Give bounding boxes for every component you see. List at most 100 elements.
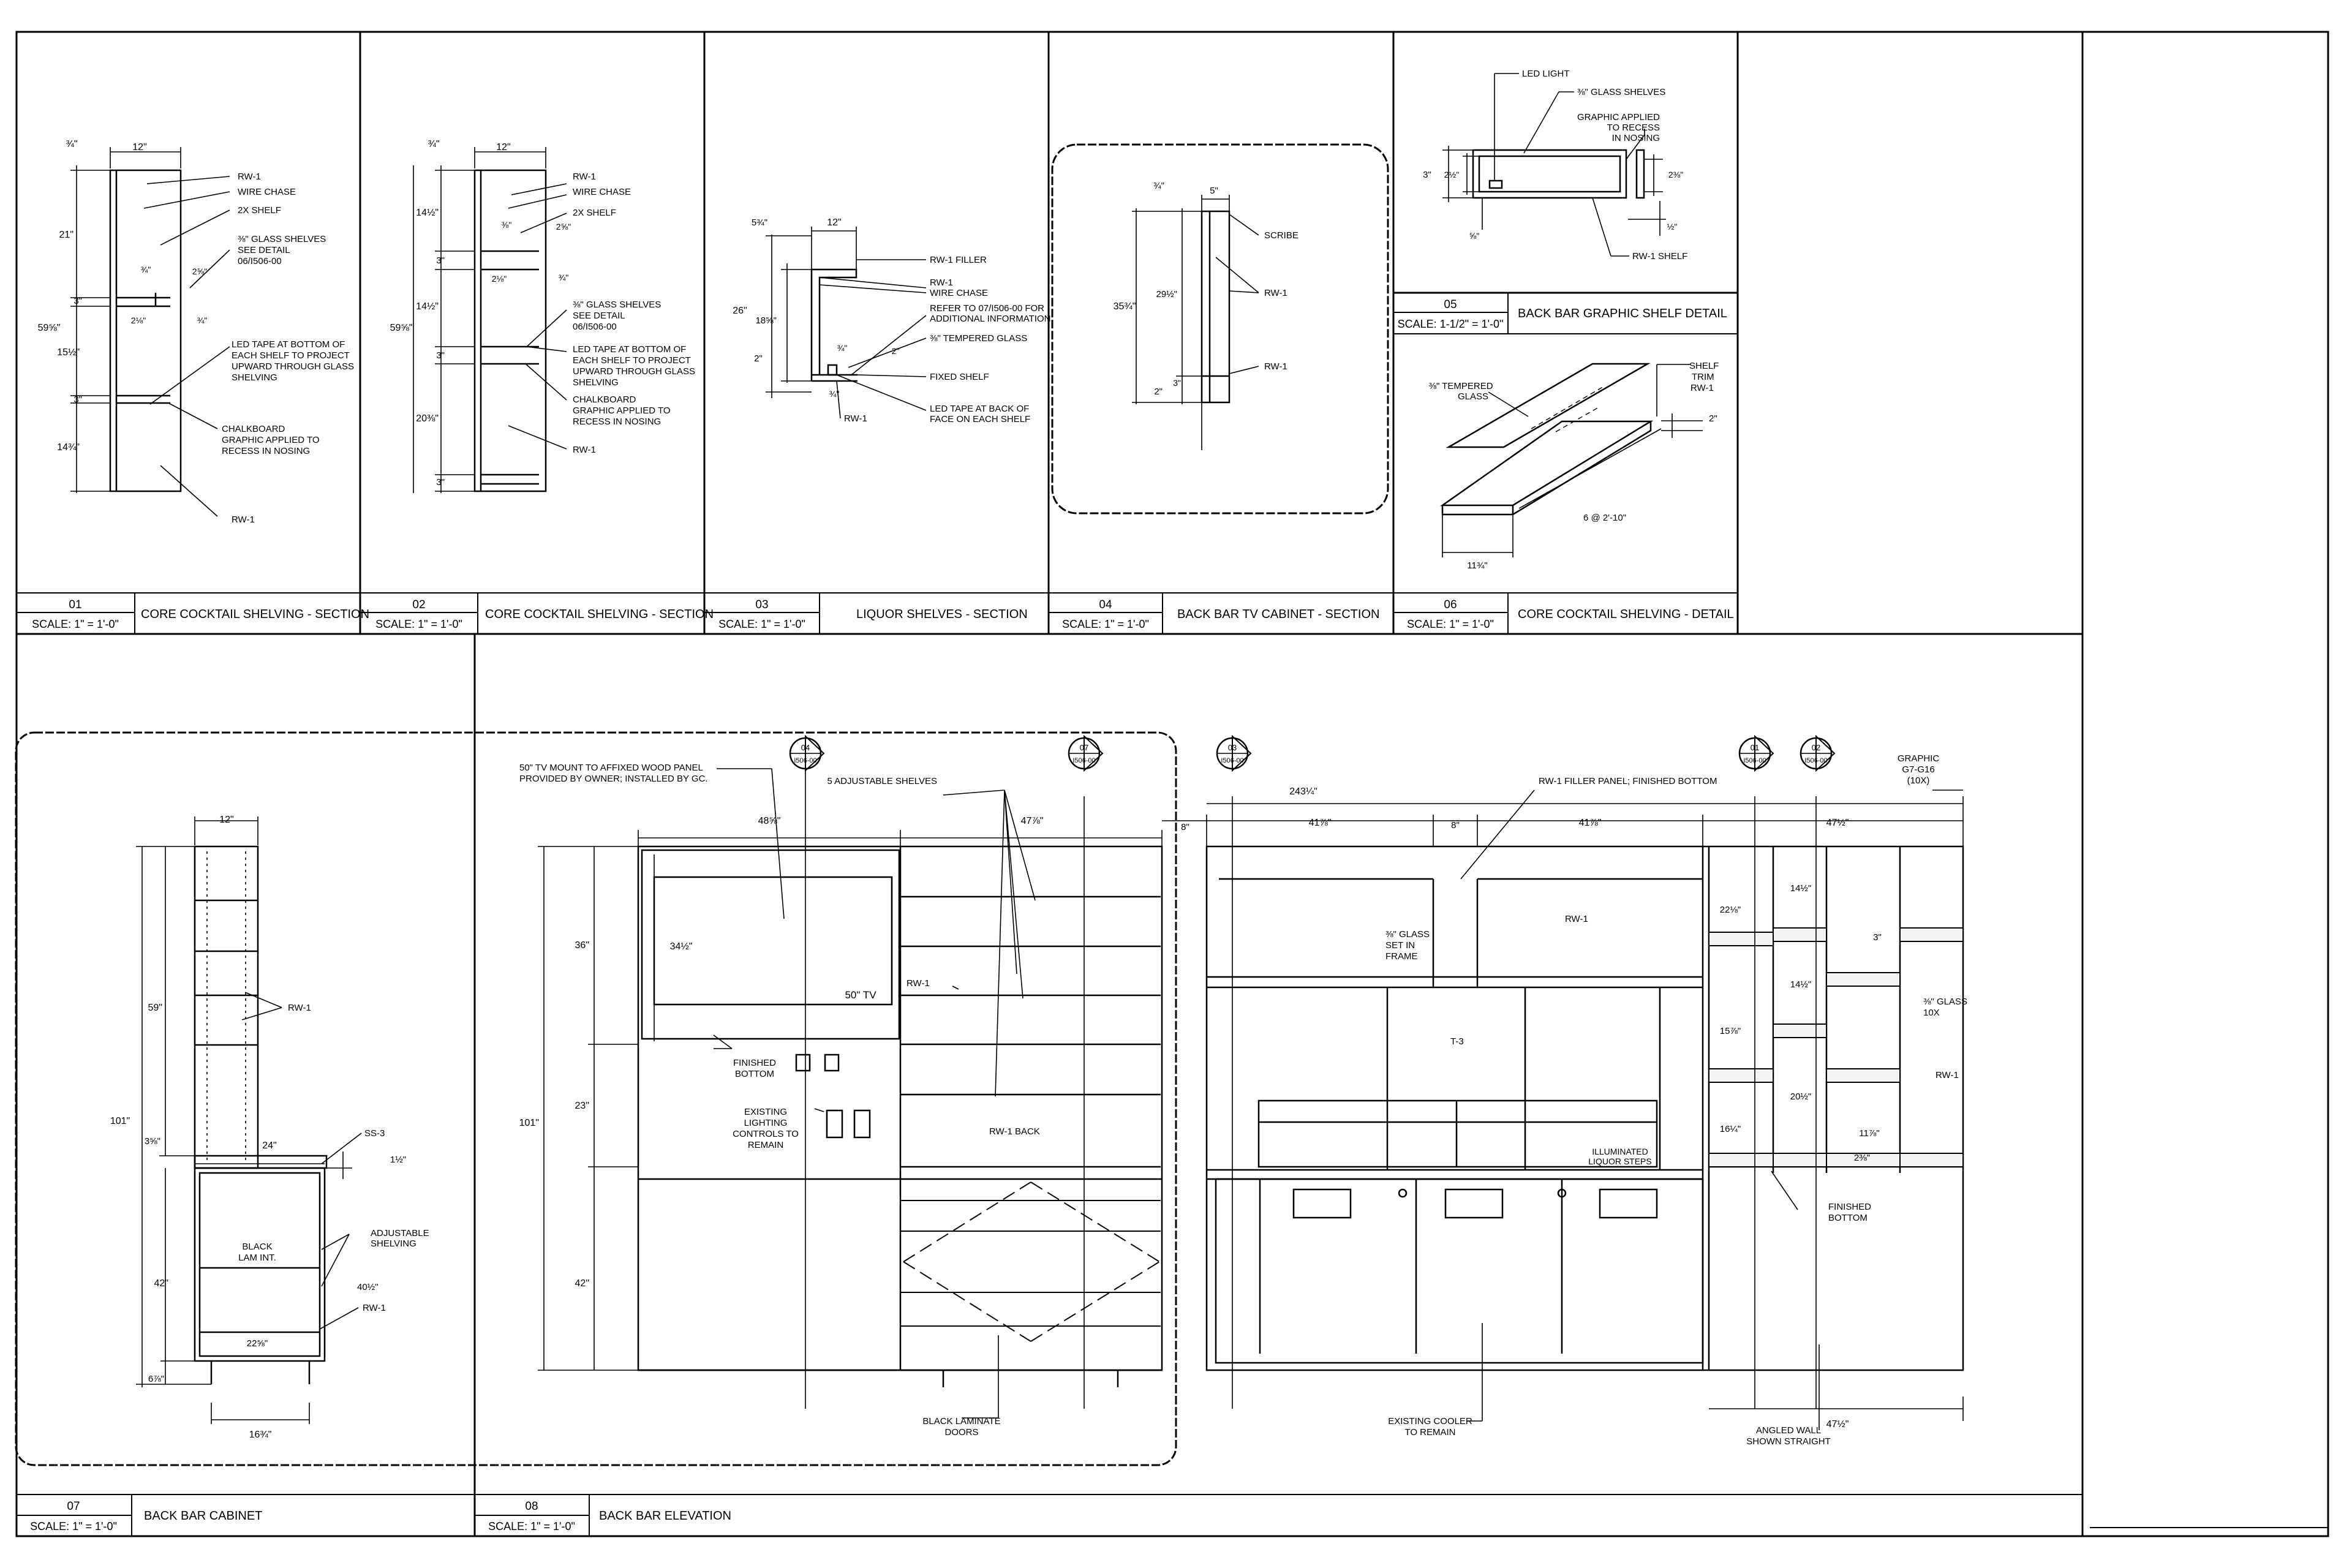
note-08-tv: 50" TV: [845, 989, 876, 1001]
dim-02-c: 14½": [416, 208, 439, 218]
note-02-2x-shelf: 2X SHELF: [573, 208, 616, 218]
dim-02-l: 2⅛": [492, 274, 507, 284]
note-03-refer-2: ADDITIONAL INFORMATION: [930, 314, 1051, 324]
dim-02-g: 3": [436, 350, 445, 361]
dim-07-k: 16¾": [249, 1430, 272, 1440]
revision-cloud-07-08: [15, 731, 1177, 1466]
dim-07-e: 1½": [390, 1155, 406, 1165]
note-02-led-1: LED TAPE AT BOTTOM OF: [573, 344, 686, 355]
note-02-glass-3: 06/I506-00: [573, 322, 617, 332]
note-03-rw1: RW-1: [930, 277, 953, 288]
note-02-led-3: UPWARD THROUGH GLASS: [573, 366, 695, 377]
detail-number-03: 03: [755, 598, 768, 611]
dim-07-h: 40½": [357, 1282, 379, 1292]
detail-number-06: 06: [1444, 598, 1457, 611]
dim-08-q: 16¼": [1720, 1124, 1741, 1134]
dim-02-b: 12": [496, 142, 510, 153]
note-04-scribe: SCRIBE: [1264, 230, 1298, 241]
dim-01-a: ¾": [66, 139, 77, 149]
dim-02-a: ¾": [428, 139, 439, 149]
note-03-led-1: LED TAPE AT BACK OF: [930, 404, 1029, 414]
note-02-glass-1: ⅜" GLASS SHELVES: [573, 300, 661, 310]
note-06-tempered-2: GLASS: [1458, 391, 1488, 402]
dim-08-n: 22⅛": [1720, 905, 1741, 915]
dim-07-i: 22⅝": [247, 1338, 268, 1349]
note-08-light-4: REMAIN: [748, 1140, 783, 1150]
section-marker-01: [1738, 734, 1774, 772]
dim-03-e: 2": [754, 353, 763, 364]
detail-03-drawing: [766, 227, 927, 419]
detail-scale-07: SCALE: 1" = 1'-0": [30, 1520, 117, 1532]
note-08-glass10x-2: 10X: [1923, 1008, 1940, 1018]
note-03-fixed-shelf: FIXED SHELF: [930, 372, 989, 382]
note-08-black-lam-1: BLACK LAMINATE: [922, 1416, 1000, 1427]
note-07-rw1-b: RW-1: [363, 1303, 386, 1313]
dim-05-a: 3": [1423, 170, 1431, 180]
note-08-graphic-2: G7-G16: [1902, 764, 1934, 775]
note-08-angled-1: ANGLED WALL: [1756, 1425, 1821, 1436]
note-01-2x-shelf: 2X SHELF: [238, 205, 281, 216]
dim-08-b: 47⅞": [1021, 816, 1044, 826]
note-05-graphic-1: GRAPHIC APPLIED: [1577, 112, 1660, 123]
note-08-adj-shelves: 5 ADJUSTABLE SHELVES: [827, 776, 937, 786]
note-04-rw1-a: RW-1: [1264, 288, 1287, 298]
detail-scale-05: SCALE: 1-1/2" = 1'-0": [1398, 318, 1504, 330]
dim-08-v: 2⅜": [1854, 1153, 1870, 1163]
tag-01-sheet: I506-00: [1743, 757, 1766, 764]
tag-03-sheet: I506-00: [1221, 757, 1243, 764]
detail-title-06: CORE COCKTAIL SHELVING - DETAIL: [1518, 608, 1734, 621]
dim-07-g: 42": [154, 1278, 168, 1289]
dim-01-e: 3": [74, 296, 82, 306]
title-bar-06: [1393, 592, 1738, 634]
dim-08-h: 47½": [1826, 818, 1849, 828]
note-03-led-2: FACE ON EACH SHELF: [930, 414, 1030, 424]
dim-05-e: ½": [1667, 222, 1678, 232]
dim-01-k: 2⅛": [131, 315, 146, 325]
note-08-light-2: LIGHTING: [744, 1118, 788, 1128]
dim-01-h: 14¾": [57, 442, 80, 453]
tag-07-num: 07: [1080, 743, 1088, 752]
dim-01-i: ¾": [141, 265, 151, 274]
dim-03-d: 18⅝": [755, 315, 777, 326]
note-05-graphic-2: TO RECESS: [1607, 123, 1660, 133]
section-marker-04: [789, 734, 825, 772]
tag-02-sheet: I506-00: [1804, 757, 1827, 764]
note-05-led: LED LIGHT: [1522, 69, 1570, 79]
dim-06-c: 11¾": [1467, 560, 1487, 571]
dim-04-a: ¾": [1153, 181, 1164, 191]
detail-02-drawing: [413, 147, 567, 493]
tag-07-sheet: I506-00: [1072, 757, 1095, 764]
tag-04-num: 04: [801, 743, 810, 752]
dim-08-u: 11⅞": [1859, 1128, 1879, 1139]
dim-08-m: 34½": [670, 941, 693, 952]
note-06-rw1: RW-1: [1691, 383, 1714, 393]
dim-02-j: ⅜": [502, 220, 512, 230]
note-08-rw1-a: RW-1: [907, 978, 930, 989]
detail-07-drawing: [136, 816, 362, 1424]
dim-05-d: ⅝": [1469, 231, 1480, 241]
dim-02-h: 20⅜": [416, 413, 439, 424]
note-08-illum-1: ILLUMINATED: [1592, 1147, 1648, 1156]
note-08-tv-mount-1: 50" TV MOUNT TO AFFIXED WOOD PANEL: [519, 763, 703, 773]
note-07-adj-1: ADJUSTABLE: [371, 1228, 429, 1238]
note-02-chalk-1: CHALKBOARD: [573, 394, 636, 405]
detail-title-02: CORE COCKTAIL SHELVING - SECTION: [485, 608, 714, 621]
note-07-ss3: SS-3: [364, 1128, 385, 1139]
note-08-glass-frame-2: SET IN: [1385, 940, 1415, 951]
detail-title-04: BACK BAR TV CABINET - SECTION: [1177, 608, 1379, 621]
dim-03-f: ¾": [837, 343, 848, 353]
note-03-tempered: ⅜" TEMPERED GLASS: [930, 333, 1027, 344]
title-bar-08: [475, 1494, 2082, 1536]
dim-08-p: 15⅞": [1720, 1026, 1741, 1036]
dim-06-a: 2": [1709, 413, 1717, 424]
detail-04-drawing: [1132, 195, 1259, 450]
note-08-rw1-c: RW-1: [1936, 1070, 1959, 1080]
dim-01-c: 21": [59, 230, 74, 240]
note-01-glass-1: ⅜" GLASS SHELVES: [238, 234, 326, 244]
note-02-chalk-2: GRAPHIC APPLIED TO: [573, 405, 671, 416]
note-08-black-lam-2: DOORS: [944, 1427, 978, 1438]
section-marker-02: [1800, 734, 1836, 772]
dim-07-f: 3⅝": [145, 1136, 160, 1147]
note-02-glass-2: SEE DETAIL: [573, 311, 625, 321]
